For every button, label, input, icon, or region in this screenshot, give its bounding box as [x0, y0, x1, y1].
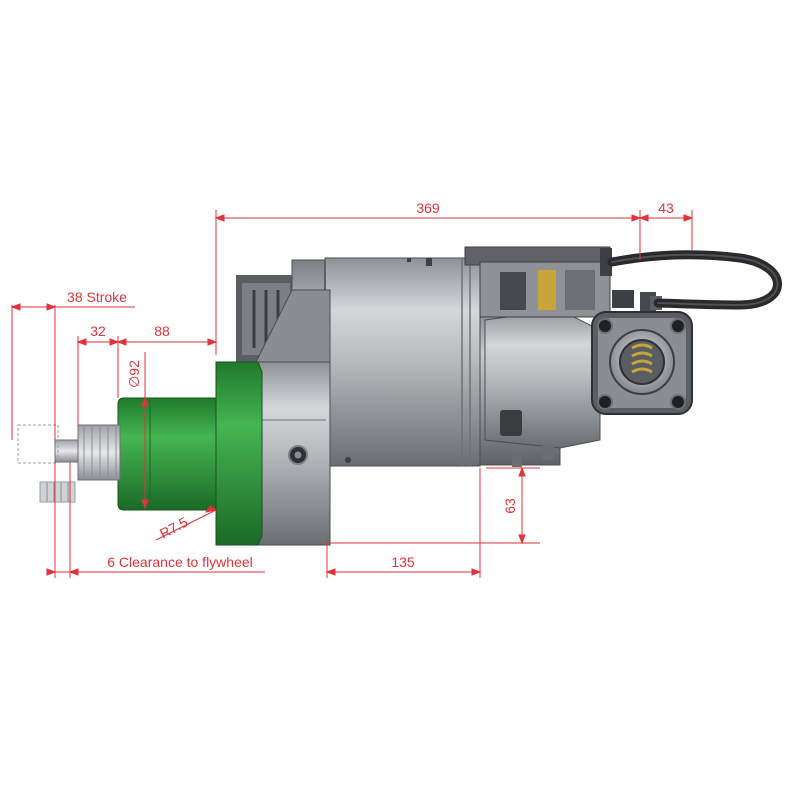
pinion-shaft: [17, 424, 121, 503]
solenoid-coil-icon: [631, 343, 653, 374]
dimension-lines: [10, 210, 694, 578]
dim-diameter-92: ∅92: [126, 360, 142, 388]
dim-43: 43: [658, 200, 674, 216]
dim-369: 369: [416, 200, 440, 216]
dim-178: 178: [797, 346, 800, 370]
pinion-housing: [117, 361, 263, 546]
dim-63: 63: [502, 498, 518, 514]
dim-135: 135: [391, 554, 415, 570]
dim-clearance: 6 Clearance to flywheel: [107, 554, 253, 570]
dim-88: 88: [154, 323, 170, 339]
solenoid-flange: [591, 311, 693, 415]
drive-housing: [255, 289, 331, 546]
motor-assembly: [17, 246, 782, 546]
pinion-gear-icon: [83, 425, 117, 480]
dim-32: 32: [90, 323, 106, 339]
dim-r7-5: R7.5: [157, 513, 191, 541]
solenoid-block: [464, 246, 662, 467]
dim-38-stroke: 38 Stroke: [67, 289, 127, 305]
hose: [607, 250, 782, 310]
